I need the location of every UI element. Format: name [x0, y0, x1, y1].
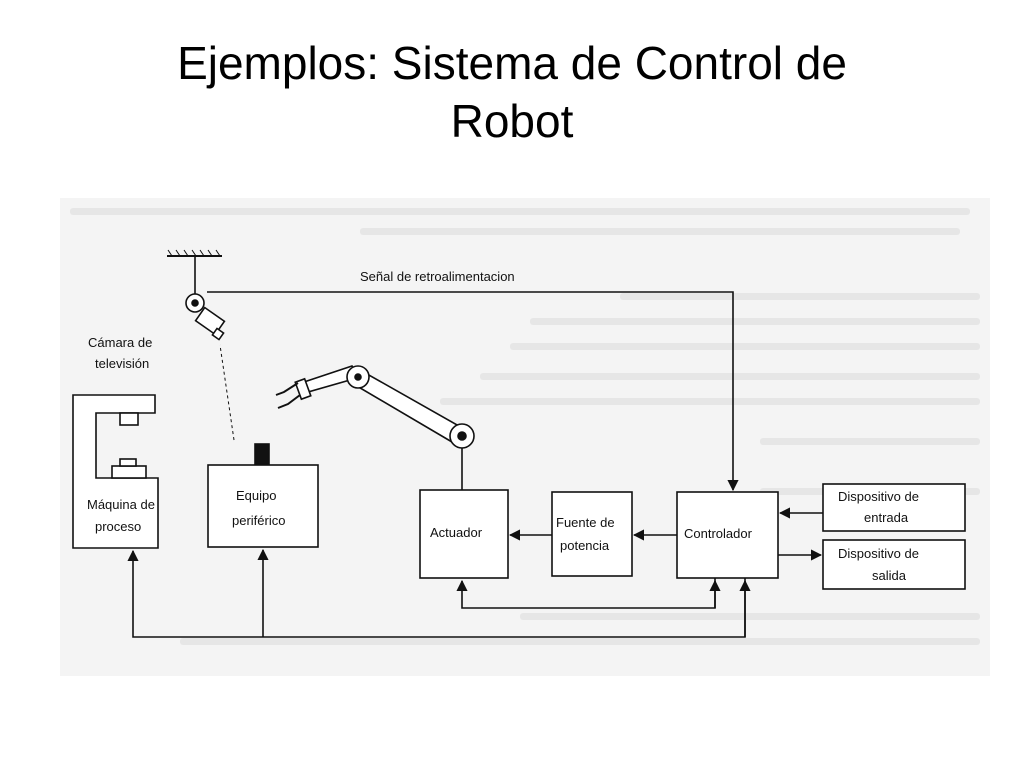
diagram-background	[60, 198, 990, 676]
power-label-line-2: potencia	[560, 538, 610, 553]
tv-camera-icon	[194, 306, 226, 341]
camera-view-line	[219, 344, 235, 441]
power-source-box	[551, 491, 633, 577]
actuator-label: Actuador	[430, 525, 483, 540]
camera-label-line-1: Cámara de	[88, 335, 152, 350]
input-device-box	[822, 483, 966, 532]
process-machine	[72, 394, 159, 549]
slide-title: Ejemplos: Sistema de Control de Robot	[0, 34, 1024, 150]
output-device-label-line-1: Dispositivo de	[838, 546, 919, 561]
input-device-label-line-1: Dispositivo de	[838, 489, 919, 504]
peripheral-equipment-box	[207, 464, 319, 548]
robot-arm	[275, 365, 475, 490]
controller-label: Controlador	[684, 526, 753, 541]
peripheral-label-line-1: Equipo	[236, 488, 276, 503]
controller-to-actuator-bus	[456, 578, 716, 609]
peripheral-label-line-2: periférico	[232, 513, 285, 528]
machine-label-line-2: proceso	[95, 519, 141, 534]
slide-title-line-1: Ejemplos: Sistema de Control de	[177, 37, 847, 89]
feedback-signal-label: Señal de retroalimentacion	[360, 269, 515, 284]
controller-box	[676, 491, 779, 579]
input-device-label-line-2: entrada	[864, 510, 909, 525]
camera-label-line-2: televisión	[95, 356, 149, 371]
actuator-box	[419, 489, 509, 579]
power-label-line-1: Fuente de	[556, 515, 615, 530]
feedback-signal-line	[207, 291, 739, 492]
peripheral-part-icon	[254, 443, 270, 465]
machine-label-line-1: Máquina de	[87, 497, 155, 512]
output-device-box	[822, 539, 966, 590]
output-device-label-line-2: salida	[872, 568, 907, 583]
slide-title-line-2: Robot	[450, 95, 574, 147]
